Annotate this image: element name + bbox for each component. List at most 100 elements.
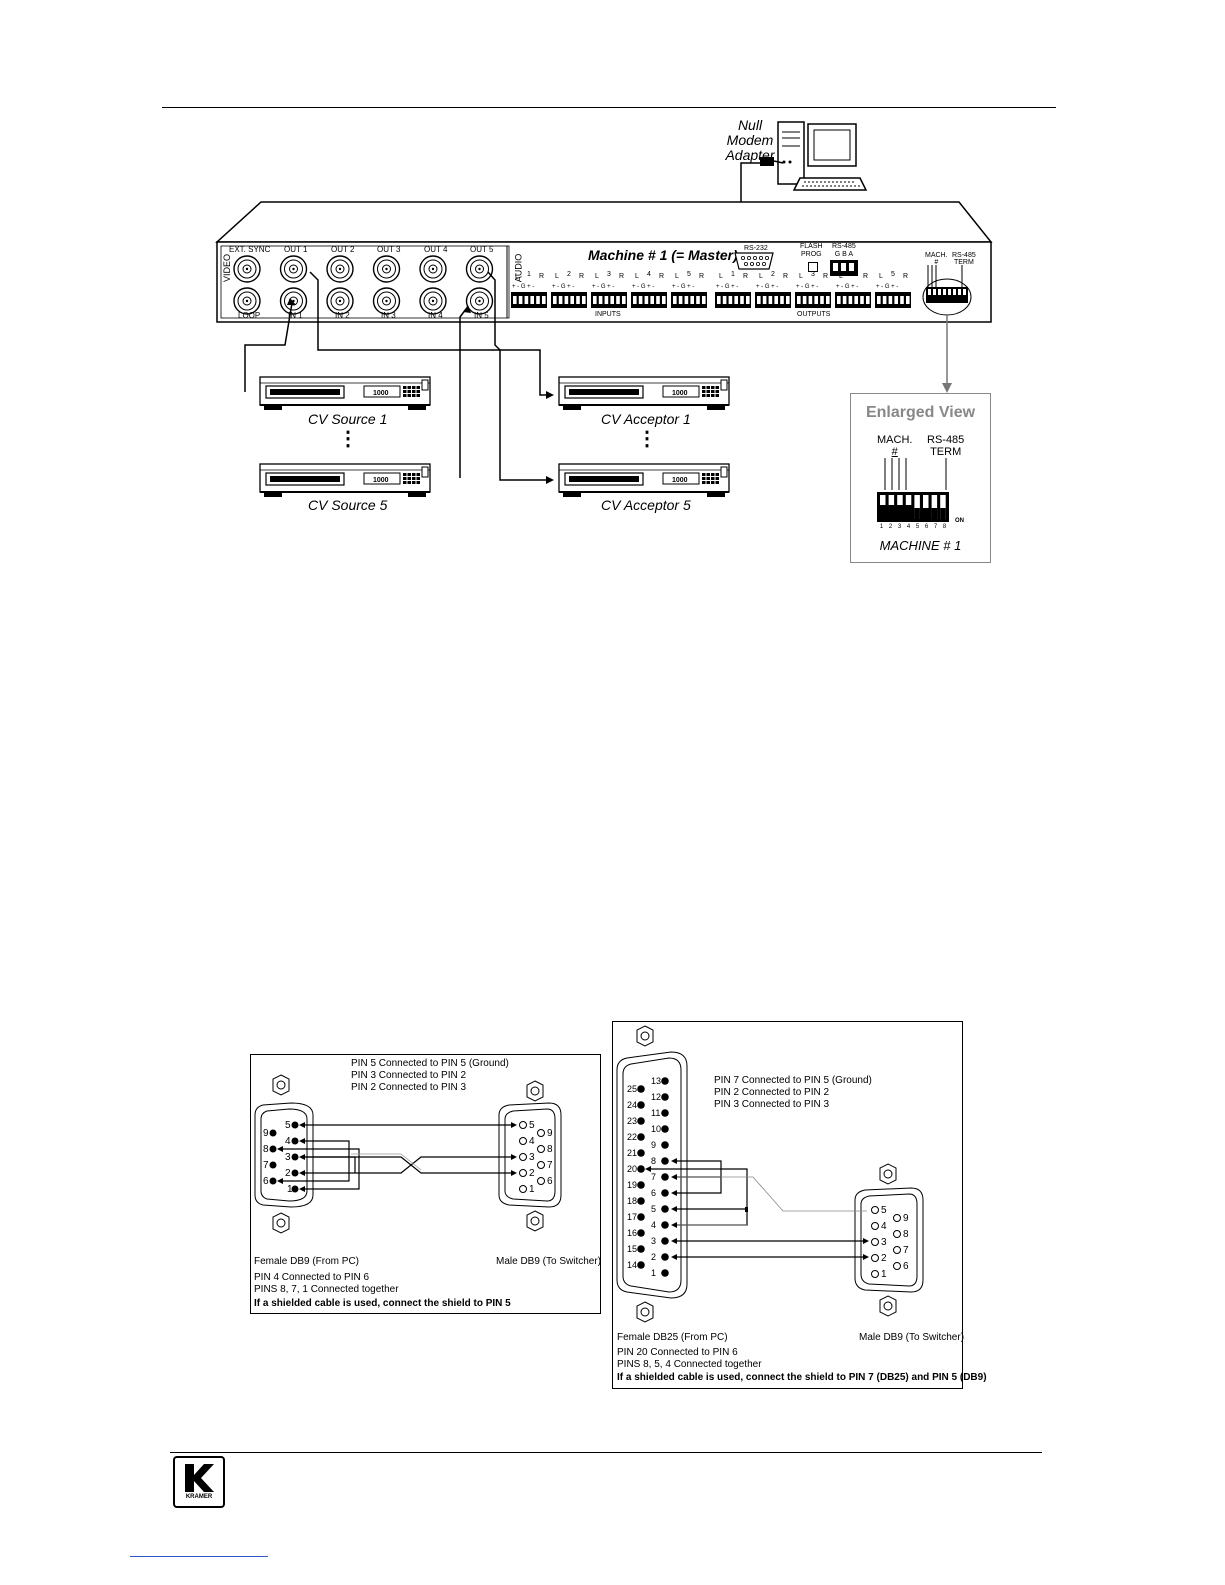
- flash-prog-line: PROG: [800, 251, 822, 258]
- bnc-connector: [326, 255, 354, 283]
- db25-wiring: 1312111098765432125242322212019181716151…: [616, 1025, 924, 1323]
- vcr-source-1: 1000: [259, 376, 431, 410]
- enlarged-mach-line: MACH.: [877, 434, 913, 446]
- bnc-label-out3: OUT 3: [377, 245, 401, 254]
- bnc-label-in4: IN 4: [428, 311, 443, 320]
- svg-text:5: 5: [529, 1120, 535, 1131]
- audio-channel-label: L: [635, 273, 639, 280]
- audio-pin-signs: + - G + -: [716, 284, 738, 290]
- audio-channel-number: 2: [567, 271, 571, 278]
- dip-number: 1: [879, 524, 884, 530]
- rs485-label: RS-485 G B A: [832, 243, 856, 259]
- svg-text:4: 4: [881, 1221, 887, 1232]
- ellipsis-sources: ⋮: [338, 428, 358, 450]
- db25-pin-label: 7: [651, 1172, 656, 1182]
- kramer-logo-text: KRAMER: [185, 1494, 213, 1500]
- bnc-connector: [326, 287, 354, 315]
- dip-number: 6: [924, 524, 929, 530]
- enlarged-term-label: RS-485 TERM: [927, 434, 964, 458]
- audio-channel-label: L: [879, 273, 883, 280]
- db25-pin-label: 13: [651, 1076, 661, 1086]
- audio-pin-signs: + - G + -: [836, 284, 858, 290]
- db25-note-2: PIN 2 Connected to PIN 2: [714, 1087, 830, 1098]
- db25-pin: [637, 1165, 645, 1173]
- audio-pin-signs: + - G + -: [632, 284, 654, 290]
- audio-pin-signs: + - G + -: [512, 284, 534, 290]
- bnc-connector: [233, 255, 261, 283]
- db25-pin-label: 14: [627, 1260, 637, 1270]
- bnc-label-out5: OUT 5: [470, 245, 494, 254]
- svg-text:9: 9: [547, 1128, 553, 1139]
- bnc-connector: [372, 255, 401, 283]
- audio-channel-label: R: [579, 273, 584, 280]
- svg-text:6: 6: [263, 1176, 269, 1187]
- audio-channel-label: L: [675, 273, 679, 280]
- bnc-connector: [233, 287, 261, 315]
- audio-channel-label: R: [699, 273, 704, 280]
- db25-shield-note: If a shielded cable is used, connect the…: [617, 1372, 987, 1383]
- dip-numbers: 1 2 3 4 5 6 7 8: [877, 524, 953, 530]
- audio-channel-label: R: [659, 273, 664, 280]
- audio-channel-number: 2: [771, 271, 775, 278]
- vcr-acceptor-5: 1000: [558, 463, 730, 497]
- db25-pin: [661, 1109, 669, 1117]
- svg-text:1: 1: [881, 1269, 887, 1280]
- db25-pin: [661, 1173, 669, 1181]
- bnc-label-in3: IN 3: [381, 311, 396, 320]
- header-rule: [162, 107, 1056, 108]
- dip-number: 4: [906, 524, 911, 530]
- enlarged-term-line: TERM: [930, 446, 962, 458]
- db25-pin: [637, 1117, 645, 1125]
- svg-text:3: 3: [881, 1237, 887, 1248]
- audio-pin-signs: + - G + -: [672, 284, 694, 290]
- bnc-label-out2: OUT 2: [331, 245, 355, 254]
- db25-note-1: PIN 7 Connected to PIN 5 (Ground): [714, 1075, 872, 1086]
- bnc-label-in2: IN 2: [335, 311, 350, 320]
- bnc-label-loop: LOOP: [238, 311, 261, 320]
- db25-pin: [637, 1101, 645, 1109]
- null-modem-line: Modem: [726, 132, 774, 148]
- flash-prog-line: FLASH: [800, 243, 823, 250]
- dip-number: 2: [888, 524, 893, 530]
- dip-number: 8: [942, 524, 947, 530]
- db25-pin: [661, 1269, 669, 1277]
- db25-pin-label: 1: [651, 1268, 656, 1278]
- db25-footer-1: PIN 20 Connected to PIN 6: [617, 1347, 738, 1358]
- enlarged-view-box: Enlarged View MACH. # RS-485 TERM 1 2 3 …: [850, 393, 991, 563]
- vcr-source-5: 1000: [259, 463, 431, 497]
- audio-channel-label: L: [595, 273, 599, 280]
- bnc-connector: [419, 287, 447, 315]
- bnc-label-in5: IN 5: [474, 311, 489, 320]
- vcr-display: 1000: [672, 477, 688, 484]
- db25-pin-label: 2: [651, 1252, 656, 1262]
- db9-note-1: PIN 5 Connected to PIN 5 (Ground): [351, 1058, 509, 1069]
- svg-text:3: 3: [529, 1152, 535, 1163]
- kramer-logo: KRAMER: [173, 1456, 225, 1508]
- svg-text:2: 2: [285, 1168, 291, 1179]
- db9-note-3: PIN 2 Connected to PIN 3: [351, 1082, 467, 1093]
- bnc-label-in1: IN 1: [288, 311, 303, 320]
- mach-label: MACH. #: [925, 252, 948, 266]
- audio-channel-label: R: [823, 273, 828, 280]
- db9-cable-diagram: PIN 5 Connected to PIN 5 (Ground) PIN 3 …: [250, 1054, 601, 1314]
- audio-pin-signs: + - G + -: [552, 284, 574, 290]
- audio-channel-number: 1: [527, 271, 531, 278]
- audio-channel-label: R: [863, 273, 868, 280]
- machine-rear-panel: [215, 201, 993, 323]
- enlarged-view-title: Enlarged View: [865, 404, 976, 421]
- outputs-label: OUTPUTS: [797, 311, 831, 318]
- vcr-display: 1000: [672, 390, 688, 397]
- audio-channel-number: 4: [647, 271, 651, 278]
- db25-pin-label: 8: [651, 1156, 656, 1166]
- term-line: TERM: [953, 259, 974, 266]
- dip-number: 7: [933, 524, 938, 530]
- svg-text:8: 8: [263, 1144, 269, 1155]
- dip-number: 5: [915, 524, 920, 530]
- bnc-label-ext-sync: EXT. SYNC: [229, 245, 271, 254]
